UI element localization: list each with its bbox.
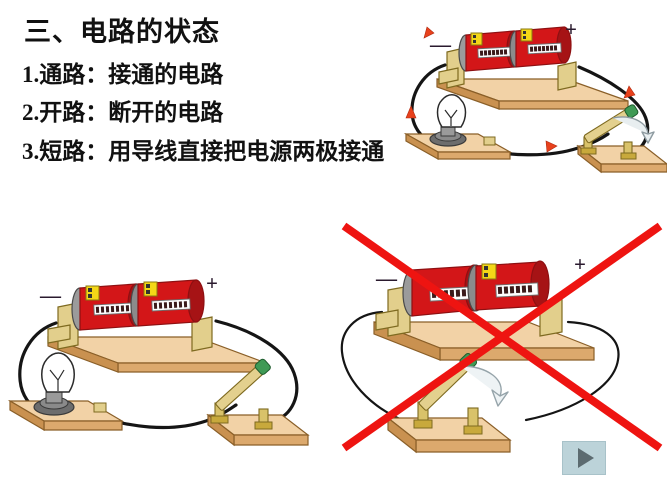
play-button[interactable] — [562, 441, 606, 475]
current-arrow-right — [623, 85, 636, 99]
switch-motion-arrow — [459, 365, 509, 407]
switch-knife-open — [210, 358, 273, 430]
bullet-item-3: 3.短路：用导线直接把电源两极接通 — [22, 139, 385, 165]
battery-cell-2 — [509, 26, 572, 68]
positive-terminal-label: + — [574, 252, 586, 276]
switch-knife-open — [413, 353, 509, 435]
negative-terminal-label: — — [430, 32, 451, 56]
open-circuit-diagram: — + — [7, 255, 330, 465]
play-triangle-icon — [577, 448, 594, 468]
lamp-bulb — [429, 94, 467, 147]
battery-board — [436, 78, 629, 110]
current-arrow-top — [423, 26, 435, 39]
battery-board — [47, 336, 267, 373]
positive-terminal-label: + — [565, 17, 577, 41]
lamp-bulb — [33, 352, 75, 416]
current-arrows — [405, 26, 636, 153]
closed-circuit-diagram: — + — [398, 6, 667, 186]
negative-terminal-label: — — [376, 266, 397, 290]
page-title: 三、电路的状态 — [24, 17, 220, 47]
cross-strokes — [341, 222, 663, 452]
positive-terminal-label: + — [206, 271, 218, 295]
bullet-item-2: 2.开路：断开的电路 — [22, 100, 224, 126]
battery-cell-2 — [467, 260, 550, 312]
negative-terminal-label: — — [40, 283, 61, 307]
current-arrow-bottom — [545, 140, 558, 153]
text-content-block: 三、电路的状态 1.通路：接通的电路 2.开路：断开的电路 3.短路：用导线直接… — [22, 17, 462, 178]
bullet-item-1: 1.通路：接通的电路 — [22, 61, 224, 87]
switch-knife-closed — [580, 104, 655, 160]
switch-motion-arrow — [612, 116, 655, 144]
short-circuit-wires — [340, 310, 620, 422]
battery-cell-2 — [130, 279, 205, 327]
short-circuit-diagram: — + — [340, 240, 667, 475]
current-arrow-left — [405, 105, 417, 119]
incorrect-cross-mark — [338, 222, 667, 452]
